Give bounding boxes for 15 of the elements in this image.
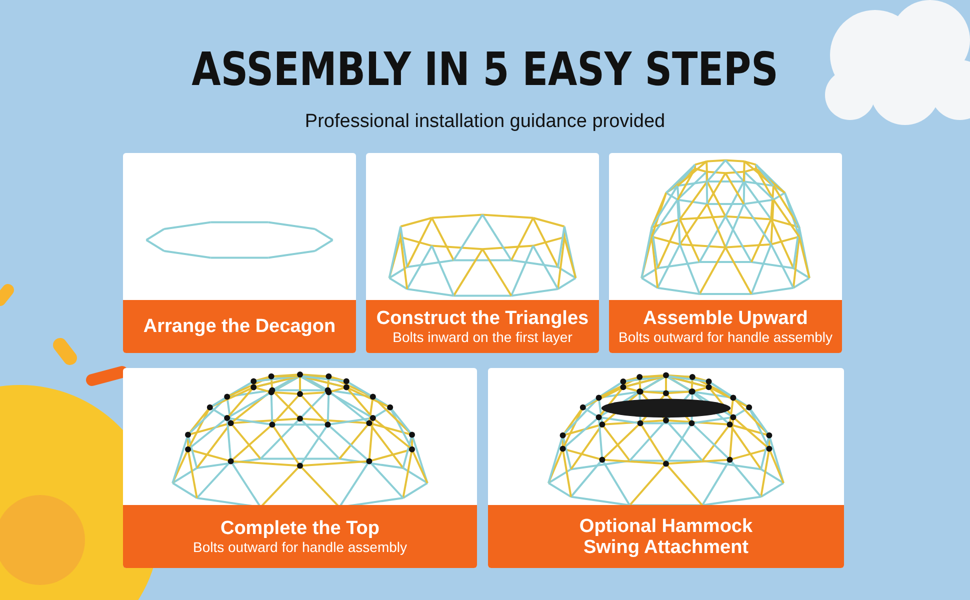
- step-heading: Construct the Triangles: [376, 308, 589, 328]
- step-note: Bolts outward for handle assembly: [193, 538, 407, 556]
- step-card: [488, 368, 844, 568]
- step-card: [123, 153, 356, 353]
- title: ASSEMBLY IN 5 EASY STEPS: [190, 42, 780, 96]
- step-card: [123, 368, 477, 568]
- step-card: [609, 153, 842, 353]
- step-card: [366, 153, 599, 353]
- step-note: Bolts inward on the first layer: [392, 328, 572, 346]
- subtitle: Professional installation guidance provided: [304, 111, 666, 133]
- step-heading: Complete the Top: [220, 518, 380, 538]
- step-heading: Optional Hammock Swing Attachment: [578, 516, 754, 558]
- step-note: Bolts outward for handle assembly: [618, 328, 832, 346]
- step-heading: Arrange the Decagon: [143, 316, 336, 337]
- step-heading: Assemble Upward: [643, 308, 808, 328]
